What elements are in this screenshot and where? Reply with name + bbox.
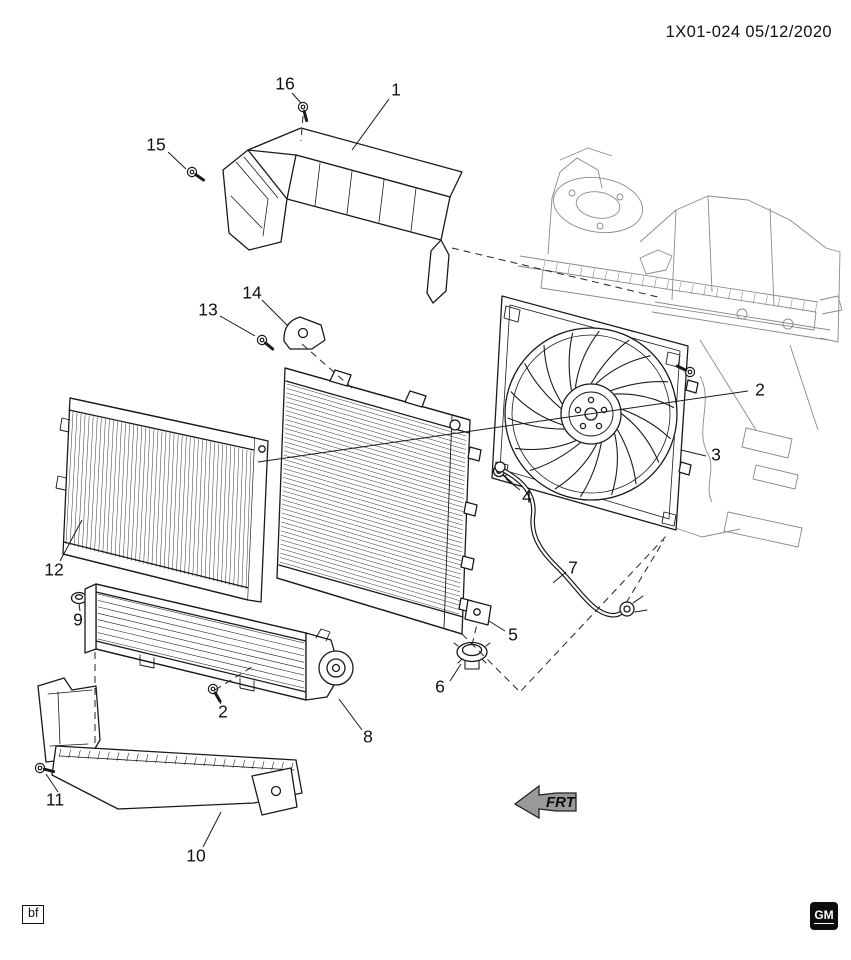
gm-logo-text: GM: [814, 908, 834, 924]
vehicle-body-structure: [517, 147, 843, 548]
drawing-number-title: 1X01-024 05/12/2020: [665, 23, 832, 41]
sheet-code-box: bf: [22, 905, 45, 924]
lower-air-deflector: [37, 677, 303, 816]
charge-air-cooler: [84, 583, 354, 701]
callout-leader-lines: [45, 92, 749, 848]
upper-sight-shield: [222, 127, 463, 304]
frt-arrow-icon: [513, 784, 577, 820]
radiator: [276, 367, 482, 635]
sheet-code-label: bf: [28, 906, 39, 921]
lower-bracket: [464, 599, 492, 626]
gm-logo: GM: [810, 902, 838, 930]
fastener-bolts: [34, 101, 696, 774]
pressure-cap: [453, 641, 491, 670]
frt-label: FRT: [546, 794, 577, 811]
front-direction-indicator: FRT: [512, 779, 596, 825]
assembly-alignment-lines: [94, 115, 669, 744]
coolant-hose: [494, 461, 648, 618]
parts-layer: [37, 127, 699, 816]
upper-mount-bracket: [283, 316, 326, 350]
condenser: [55, 397, 269, 603]
mounting-grommet: [70, 591, 88, 605]
